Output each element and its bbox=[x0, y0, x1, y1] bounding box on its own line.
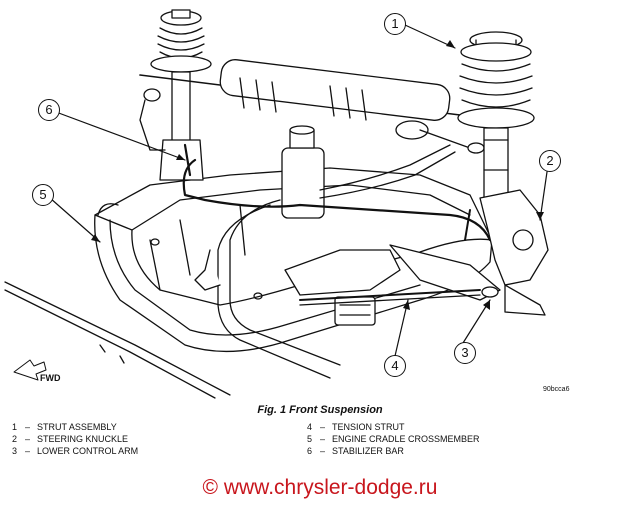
figure-code: 90bcca6 bbox=[543, 386, 570, 393]
legend-right-column: 4–TENSION STRUT 5–ENGINE CRADLE CROSSMEM… bbox=[307, 421, 480, 458]
fwd-label: FWD bbox=[40, 373, 61, 383]
power-steering-reservoir-drawing bbox=[194, 125, 456, 379]
lower-control-arm-drawing bbox=[389, 244, 501, 301]
callout-1: 1 bbox=[384, 13, 406, 35]
forward-arrow-icon bbox=[13, 359, 47, 381]
legend-left-column: 1–STRUT ASSEMBLY 2–STEERING KNUCKLE 3–LO… bbox=[12, 421, 138, 458]
legend-item: 6–STABILIZER BAR bbox=[307, 446, 404, 457]
steering-knuckle-drawing bbox=[479, 189, 549, 316]
right-strut-drawing bbox=[457, 31, 535, 199]
legend-item: 1–STRUT ASSEMBLY bbox=[12, 422, 117, 432]
leader-lines bbox=[49, 24, 549, 357]
callout-4: 4 bbox=[384, 355, 406, 377]
copyright-watermark: © www.chrysler-dodge.ru bbox=[202, 476, 438, 499]
tension-strut-drawing bbox=[299, 289, 481, 306]
suspension-illustration bbox=[4, 9, 549, 399]
brake-lines-drawing bbox=[4, 281, 231, 399]
legend-item: 5–ENGINE CRADLE CROSSMEMBER bbox=[307, 434, 480, 445]
left-strut-drawing bbox=[139, 9, 212, 181]
legend-item: 4–TENSION STRUT bbox=[307, 422, 405, 432]
engine-cradle-crossmember-drawing bbox=[94, 167, 493, 353]
callout-3: 3 bbox=[454, 342, 476, 364]
legend-item: 3–LOWER CONTROL ARM bbox=[12, 446, 139, 457]
leader-arrowheads bbox=[91, 40, 544, 310]
figure-caption: Fig. 1 Front Suspension bbox=[257, 404, 383, 416]
stabilizer-bar-drawing bbox=[182, 143, 492, 242]
callout-2: 2 bbox=[539, 150, 561, 172]
callout-5: 5 bbox=[32, 184, 54, 206]
callout-6: 6 bbox=[38, 99, 60, 121]
legend-item: 2–STEERING KNUCKLE bbox=[12, 434, 129, 445]
steering-rack-drawing bbox=[139, 59, 485, 154]
